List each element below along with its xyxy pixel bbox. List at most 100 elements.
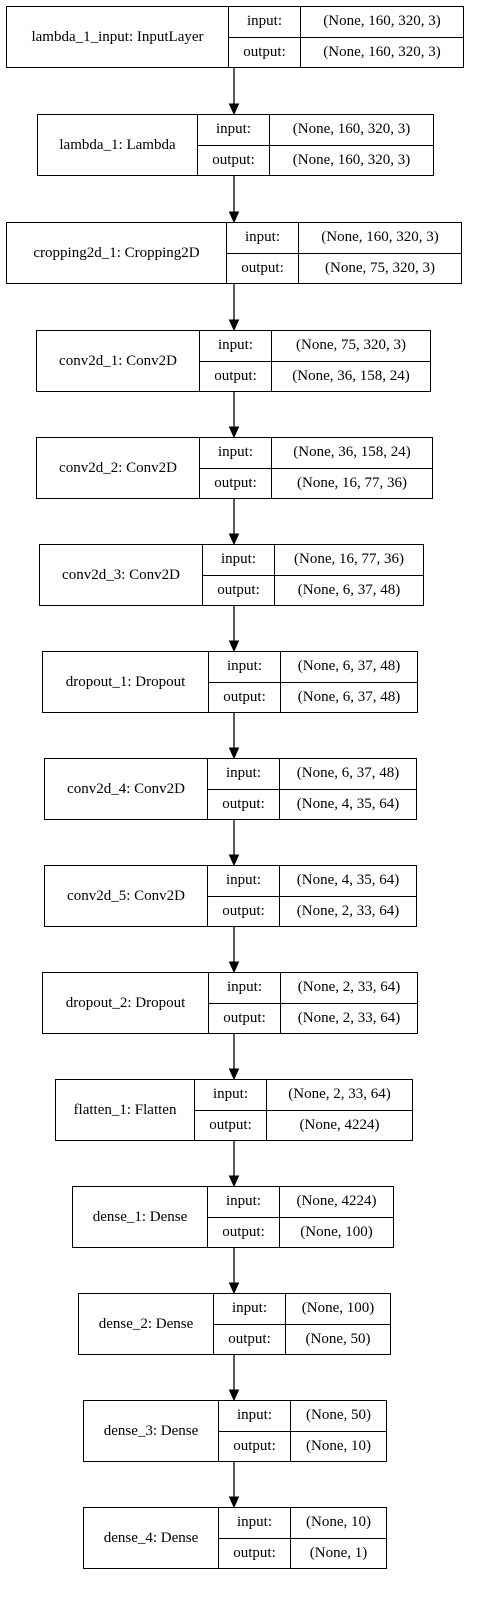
input-shape: (None, 2, 33, 64) [288, 1086, 391, 1103]
output-shape: (None, 4224) [299, 1116, 380, 1133]
layer-name: lambda_1: Lambda [38, 115, 198, 175]
layer-name: cropping2d_1: Cropping2D [7, 223, 227, 283]
input-shape: (None, 2, 33, 64) [297, 979, 401, 996]
output-row: output:(None, 2, 33, 64) [209, 1002, 417, 1033]
output-row: output:(None, 100) [208, 1216, 393, 1247]
input-label: input: [208, 866, 280, 896]
input-row: input:(None, 6, 37, 48) [208, 759, 416, 789]
layer-name: dropout_1: Dropout [43, 652, 209, 712]
input-label: input: [200, 331, 272, 361]
input-row: input: (None, 2, 33, 64) [195, 1080, 412, 1110]
layer-ports: input: (None, 75, 320, 3) output: (None, 36… [200, 331, 430, 391]
layer-name: conv2d_2: Conv2D [37, 438, 200, 498]
input-shape: (None, 50) [306, 1407, 371, 1424]
input-shape: (None, 10) [306, 1514, 371, 1531]
output-row: output:(None, 16, 77, 36) [200, 467, 432, 498]
output-row: output:(None, 6, 37, 48) [203, 574, 423, 605]
edge-arrow [228, 713, 240, 760]
output-shape: (None, 100) [300, 1223, 373, 1240]
layer-ports: input: (None, 2, 33, 64) output:(None, 2, … [209, 973, 417, 1033]
input-row: input: (None, 2, 33, 64) [209, 973, 417, 1003]
input-row: input: (None, 75, 320, 3) [200, 331, 430, 361]
output-shape: (None, 4, 35, 64) [296, 795, 400, 812]
layer-ports: input:(None, 160, 320, 3)output:(None, 1… [229, 7, 463, 67]
layer-name: dropout_2: Dropout [43, 973, 209, 1033]
input-row: input:(None, 16, 77, 36) [203, 545, 423, 575]
layer-name: conv2d_5: Conv2D [45, 866, 208, 926]
edge-arrow [228, 1034, 240, 1081]
edge-arrow [228, 1248, 240, 1295]
output-row: output: (None, 2, 33, 64) [208, 895, 416, 926]
output-shape: (None, 1) [309, 1544, 368, 1561]
layer-ports: input:(None, 4224)output:(None, 100) [208, 1187, 393, 1247]
layer-name: conv2d_4: Conv2D [45, 759, 208, 819]
output-label: output: [195, 1110, 267, 1140]
output-row: output:(None, 160, 320, 3) [229, 36, 463, 67]
output-shape: (None, 36, 158, 24) [292, 367, 410, 384]
output-shape: (None, 160, 320, 3) [323, 43, 441, 60]
input-label: input: [209, 973, 281, 1003]
edge-arrow [228, 499, 240, 546]
input-shape: (None, 100) [301, 1300, 375, 1317]
input-shape: (None, 75, 320, 3) [296, 337, 406, 354]
input-row: input:(None, 100) [214, 1294, 390, 1324]
layer-ports: input:(None, 6, 37, 48)output: (None, 4, … [208, 759, 416, 819]
input-row: input: (None, 10) [219, 1508, 386, 1538]
input-shape: (None, 36, 158, 24) [293, 444, 411, 461]
output-shape: (None, 160, 320, 3) [292, 151, 411, 168]
input-label: input: [198, 115, 270, 145]
input-label: input: [209, 652, 281, 682]
output-shape: (None, 10) [306, 1437, 371, 1454]
output-label: output: [203, 575, 275, 605]
output-row: output: (None, 4, 35, 64) [208, 788, 416, 819]
edge-arrow [228, 1462, 240, 1509]
output-label: output: [200, 361, 272, 391]
input-label: input: [219, 1401, 291, 1431]
input-row: input:(None, 4224) [208, 1187, 393, 1217]
edge-arrow [228, 1141, 240, 1188]
layer-name: dense_3: Dense [84, 1401, 219, 1461]
layer-name: dense_2: Dense [79, 1294, 214, 1354]
output-label: output: [208, 789, 280, 819]
input-shape: (None, 160, 320, 3) [292, 121, 411, 138]
input-label: input: [219, 1508, 291, 1538]
edge-arrow [228, 820, 240, 867]
output-row: output: (None, 36, 158, 24) [200, 360, 430, 391]
output-shape: (None, 75, 320, 3) [325, 259, 435, 276]
input-row: input:(None, 36, 158, 24) [200, 438, 432, 468]
output-label: output: [200, 468, 272, 498]
input-label: input: [195, 1080, 267, 1110]
input-shape: (None, 4, 35, 64) [296, 872, 400, 889]
layer-ports: input:(None, 6, 37, 48)output:(None, 6, … [209, 652, 417, 712]
output-label: output: [219, 1538, 291, 1568]
input-shape: (None, 160, 320, 3) [323, 13, 441, 30]
input-label: input: [227, 223, 299, 253]
output-row: output:(None, 6, 37, 48) [209, 681, 417, 712]
output-label: output: [208, 896, 280, 926]
edge-arrow [228, 284, 240, 332]
input-row: input:(None, 160, 320, 3) [229, 7, 463, 37]
layer-ports: input:(None, 16, 77, 36)output:(None, 6,… [203, 545, 423, 605]
edge-arrow [228, 176, 240, 224]
layer-ports: input:(None, 50)output:(None, 10) [219, 1401, 386, 1461]
output-row: output:(None, 75, 320, 3) [227, 252, 461, 283]
output-row: output: (None, 160, 320, 3) [198, 144, 433, 175]
layer-ports: input: (None, 10) output: (None, 1) [219, 1508, 386, 1568]
output-shape: (None, 2, 33, 64) [296, 902, 400, 919]
layer-ports: input: (None, 2, 33, 64) output: (None, 422… [195, 1080, 412, 1140]
layer-ports: input: (None, 4, 35, 64) output: (None, 2, … [208, 866, 416, 926]
input-row: input:(None, 160, 320, 3) [227, 223, 461, 253]
input-shape: (None, 16, 77, 36) [294, 551, 404, 568]
output-label: output: [198, 145, 270, 175]
input-shape: (None, 4224) [296, 1193, 377, 1210]
layer-name: conv2d_1: Conv2D [37, 331, 200, 391]
